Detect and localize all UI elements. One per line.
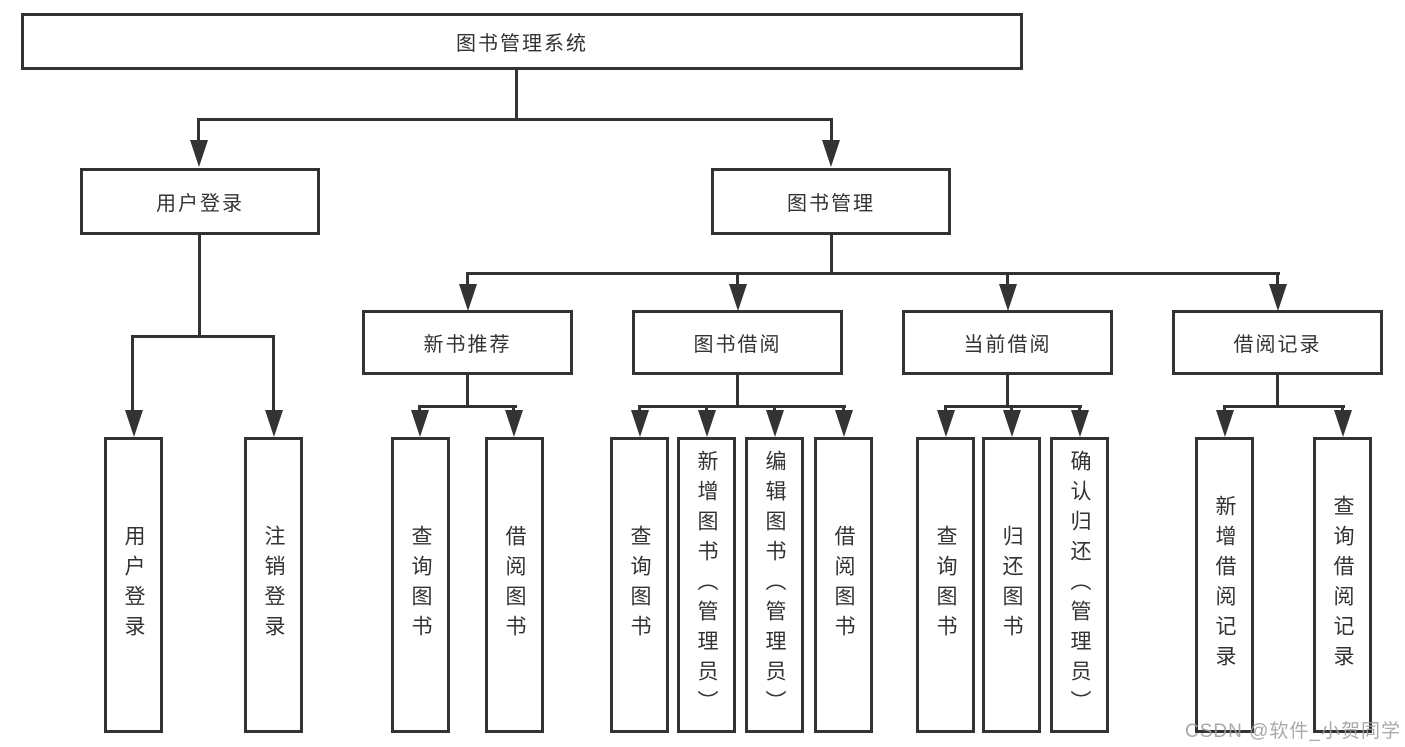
leaf-label: 借阅图书 <box>503 525 526 645</box>
node-current-borrowing: 当前借阅 <box>902 310 1113 375</box>
connector-line <box>131 335 134 412</box>
leaf-return-books: 归还图书 <box>982 437 1041 733</box>
node-library-system: 图书管理系统 <box>21 13 1023 70</box>
leaf-label: 新增借阅记录 <box>1213 495 1236 675</box>
connector-line <box>512 405 515 412</box>
connector-line <box>197 118 833 121</box>
leaf-logout: 注销登录 <box>244 437 303 733</box>
leaf-label: 归还图书 <box>1000 525 1023 645</box>
leaf-label: 编辑图书（管理员） <box>763 450 786 720</box>
leaf-confirm-return-admin: 确认归还（管理员） <box>1050 437 1109 733</box>
leaf-label: 查询图书 <box>934 525 957 645</box>
arrowhead-down-icon <box>265 410 283 437</box>
arrowhead-down-icon <box>835 410 853 437</box>
leaf-query-borrow-record: 查询借阅记录 <box>1313 437 1372 733</box>
arrowhead-down-icon <box>631 410 649 437</box>
leaf-query-books-current: 查询图书 <box>916 437 975 733</box>
connector-line <box>736 272 739 286</box>
arrowhead-down-icon <box>1071 410 1089 437</box>
connector-line <box>638 405 641 412</box>
arrowhead-down-icon <box>1216 410 1234 437</box>
node-book-management: 图书管理 <box>711 168 951 235</box>
connector-line <box>131 335 275 338</box>
connector-line <box>466 375 469 405</box>
arrowhead-down-icon <box>1334 410 1352 437</box>
connector-line <box>198 235 201 335</box>
arrowhead-down-icon <box>125 410 143 437</box>
leaf-label: 查询图书 <box>409 525 432 645</box>
connector-line <box>272 335 275 412</box>
leaf-label: 查询图书 <box>628 525 651 645</box>
leaf-add-books-admin: 新增图书（管理员） <box>677 437 736 733</box>
leaf-borrow-books-recommend: 借阅图书 <box>485 437 544 733</box>
leaf-label: 用户登录 <box>122 525 145 645</box>
connector-line <box>466 272 469 286</box>
connector-line <box>515 70 518 118</box>
connector-line <box>1006 272 1009 286</box>
connector-line <box>736 375 739 405</box>
node-book-borrowing: 图书借阅 <box>632 310 843 375</box>
connector-line <box>1276 375 1279 405</box>
csdn-watermark: CSDN @软件_小贺同学 <box>1185 721 1401 742</box>
leaf-add-borrow-record: 新增借阅记录 <box>1195 437 1254 733</box>
arrowhead-down-icon <box>698 410 716 437</box>
connector-line <box>773 405 776 412</box>
connector-line <box>418 405 421 412</box>
connector-line <box>842 405 845 412</box>
arrowhead-down-icon <box>1269 284 1287 311</box>
leaf-query-books-recommend: 查询图书 <box>391 437 450 733</box>
leaf-edit-books-admin: 编辑图书（管理员） <box>745 437 804 733</box>
arrowhead-down-icon <box>411 410 429 437</box>
arrowhead-down-icon <box>937 410 955 437</box>
connector-line <box>944 405 1082 408</box>
leaf-borrow-books-borrowing: 借阅图书 <box>814 437 873 733</box>
connector-line <box>944 405 947 412</box>
connector-line <box>1223 405 1345 408</box>
connector-line <box>705 405 708 412</box>
arrowhead-down-icon <box>1003 410 1021 437</box>
leaf-label: 查询借阅记录 <box>1331 495 1354 675</box>
arrowhead-down-icon <box>766 410 784 437</box>
arrowhead-down-icon <box>999 284 1017 311</box>
leaf-label: 确认归还（管理员） <box>1068 450 1091 720</box>
connector-line <box>1010 405 1013 412</box>
connector-line <box>1078 405 1081 412</box>
leaf-query-books-borrowing: 查询图书 <box>610 437 669 733</box>
arrowhead-down-icon <box>822 140 840 167</box>
arrowhead-down-icon <box>729 284 747 311</box>
connector-line <box>1223 405 1226 412</box>
connector-line <box>638 405 846 408</box>
connector-line <box>1006 375 1009 405</box>
arrowhead-down-icon <box>505 410 523 437</box>
arrowhead-down-icon <box>459 284 477 311</box>
node-new-book-recommend: 新书推荐 <box>362 310 573 375</box>
connector-line <box>830 235 833 272</box>
connector-line <box>418 405 517 408</box>
leaf-user-login: 用户登录 <box>104 437 163 733</box>
leaf-label: 借阅图书 <box>832 525 855 645</box>
arrowhead-down-icon <box>190 140 208 167</box>
leaf-label: 注销登录 <box>262 525 285 645</box>
connector-line <box>197 118 200 143</box>
connector-line <box>466 272 1280 275</box>
connector-line <box>830 118 833 143</box>
connector-line <box>1341 405 1344 412</box>
node-user-login: 用户登录 <box>80 168 320 235</box>
node-borrowing-records: 借阅记录 <box>1172 310 1383 375</box>
connector-line <box>1276 272 1279 286</box>
leaf-label: 新增图书（管理员） <box>695 450 718 720</box>
